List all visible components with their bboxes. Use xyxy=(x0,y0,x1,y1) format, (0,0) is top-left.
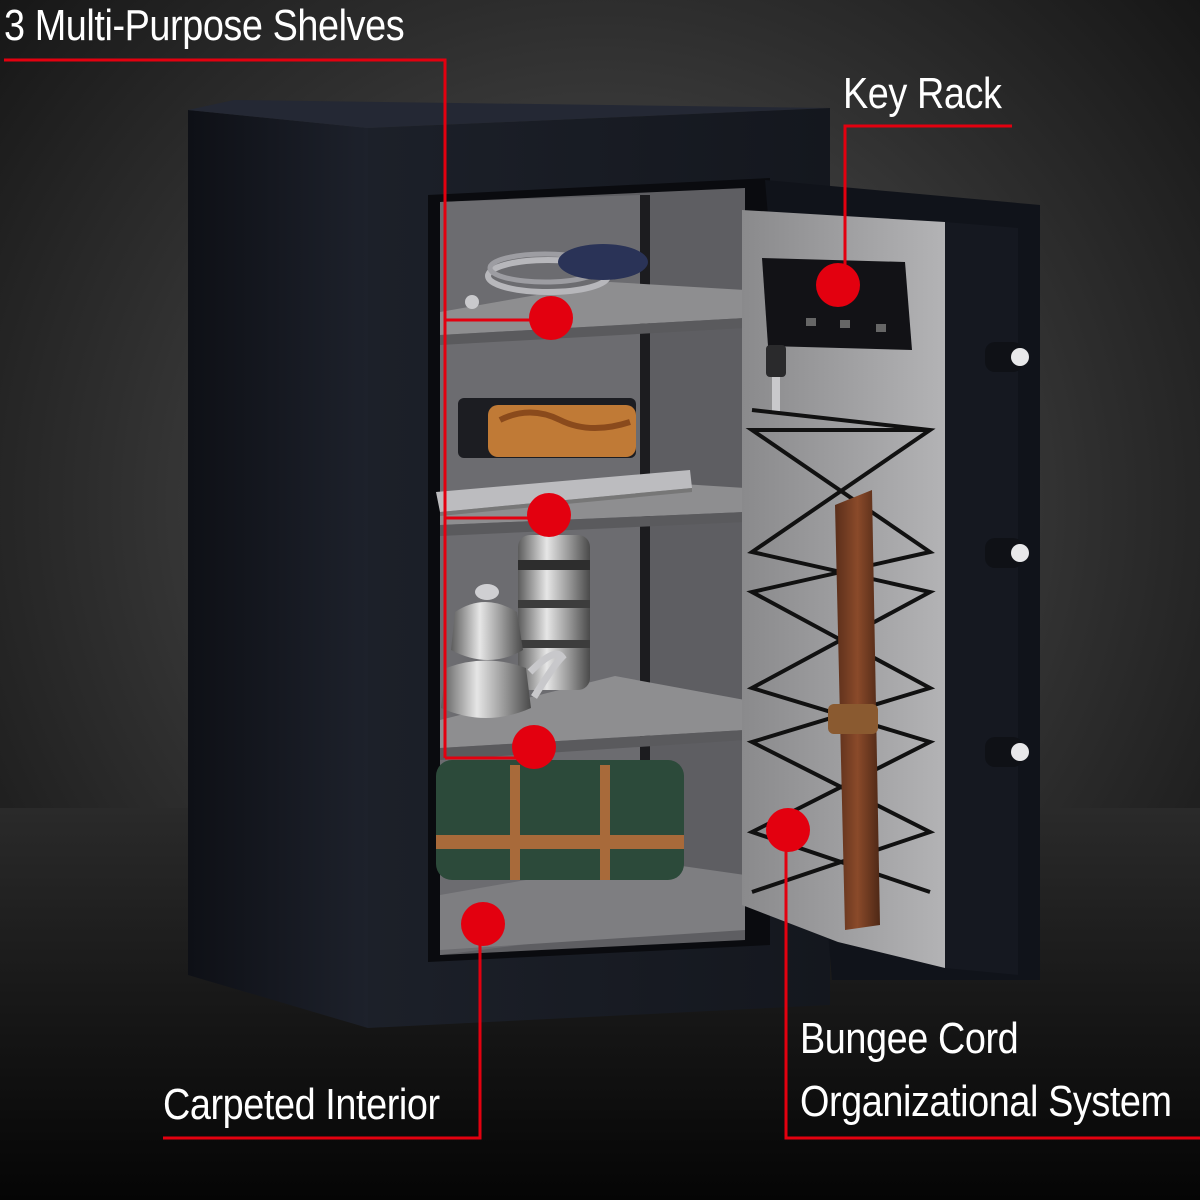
carpet-floor xyxy=(440,860,745,950)
bungee-callout-label-line2: Organizational System xyxy=(800,1077,1172,1126)
callout-markers xyxy=(461,263,860,946)
stored-items xyxy=(436,244,692,880)
shelf-marker-1 xyxy=(529,296,573,340)
bungee-marker xyxy=(766,808,810,852)
locking-bolts xyxy=(985,342,1029,767)
wooden-stick xyxy=(828,490,880,930)
shelf-top xyxy=(440,282,745,345)
carpet-callout-label: Carpeted Interior xyxy=(163,1080,440,1129)
carpet-marker xyxy=(461,902,505,946)
safe-door xyxy=(742,180,1040,980)
shelf-marker-3 xyxy=(512,725,556,769)
shelf-marker-2 xyxy=(527,493,571,537)
key-rack-marker xyxy=(816,263,860,307)
shelves-callout-label: 3 Multi-Purpose Shelves xyxy=(4,1,405,50)
callout-lines xyxy=(4,58,1200,1140)
key-rack-callout-label: Key Rack xyxy=(843,69,1002,118)
bungee-callout-label-line1: Bungee Cord xyxy=(800,1014,1019,1063)
